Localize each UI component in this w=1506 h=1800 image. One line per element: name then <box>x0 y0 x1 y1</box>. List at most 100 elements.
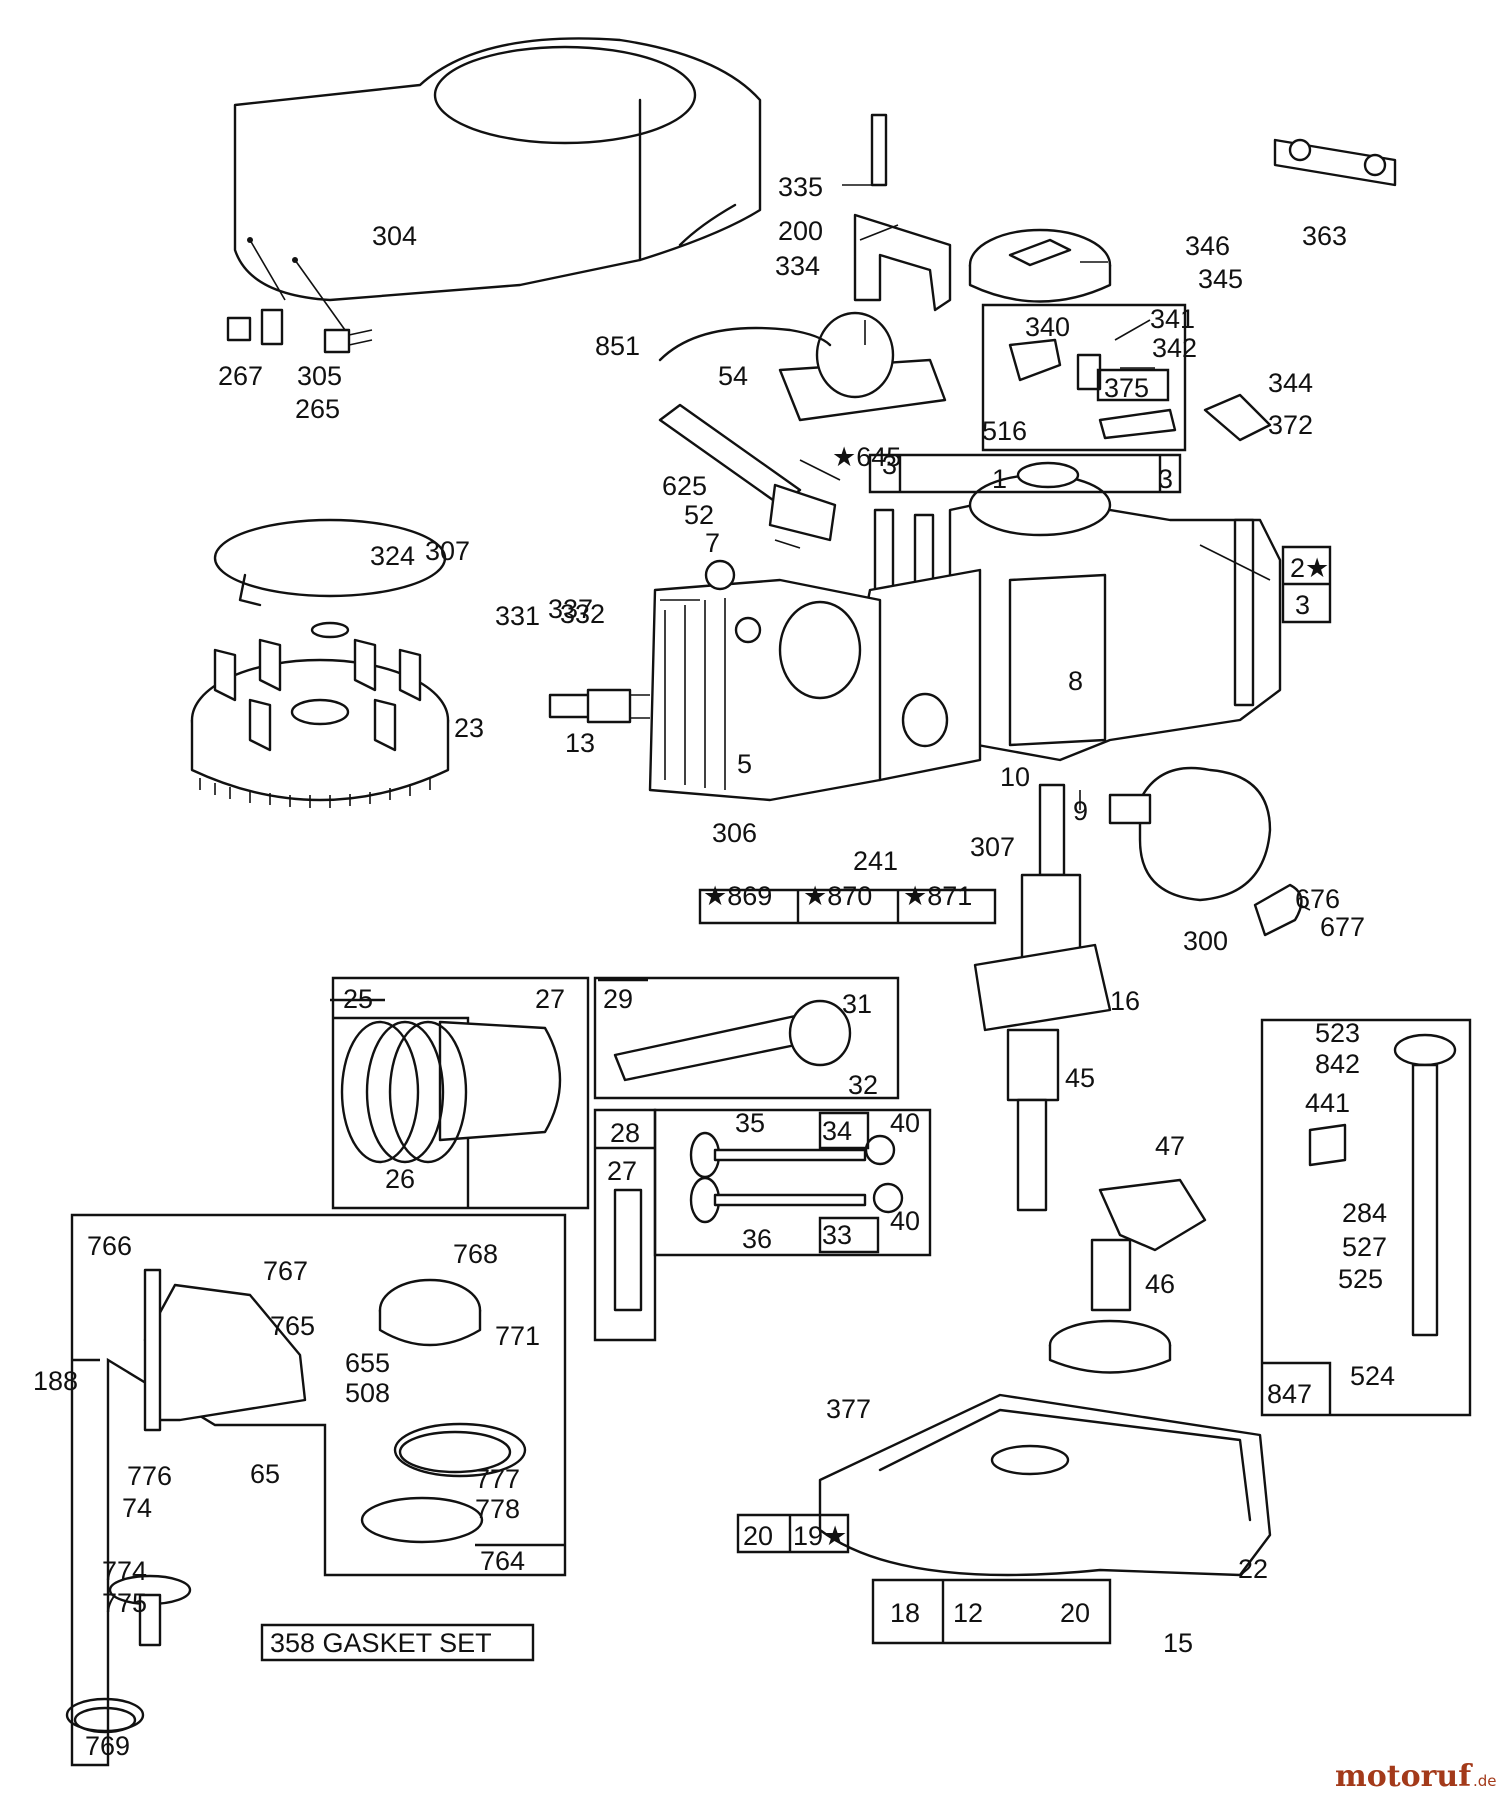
part-number-label: 774 <box>102 1556 147 1586</box>
part-number-label: 523 <box>1315 1018 1360 1048</box>
part-number-label: 358 GASKET SET <box>270 1628 492 1658</box>
part-number-label: 27 <box>607 1156 637 1186</box>
part-number-label: 29 <box>603 984 633 1014</box>
air-tube-part <box>658 403 837 542</box>
box-645 <box>868 453 1182 494</box>
part-number-label: 525 <box>1338 1264 1383 1294</box>
part-number-label: 9 <box>1073 796 1088 826</box>
part-number-label: 372 <box>1268 410 1313 440</box>
part-number-label: 335 <box>778 172 823 202</box>
part-number-label: 20 <box>743 1521 773 1551</box>
part-number-label: 341 <box>1150 304 1195 334</box>
part-number-label: 676 <box>1295 884 1340 914</box>
part-number-label: 516 <box>982 416 1027 446</box>
part-number-label: 23 <box>454 713 484 743</box>
camshaft-part <box>1048 1238 1172 1374</box>
part-number-label: ★871 <box>903 881 972 911</box>
part-number-label: 300 <box>1183 926 1228 956</box>
part-number-label: 345 <box>1198 264 1243 294</box>
part-number-label: 625 <box>662 471 707 501</box>
box-34 <box>818 1111 870 1150</box>
part-number-label: 46 <box>1145 1269 1175 1299</box>
part-number-label: 527 <box>1342 1232 1387 1262</box>
cylinder-head-part <box>648 559 882 802</box>
part-number-label: 771 <box>495 1321 540 1351</box>
governor-box-part <box>981 303 1187 452</box>
part-number-label: 304 <box>372 221 417 251</box>
part-number-label: 307 <box>425 536 470 566</box>
cylinder-block-part <box>838 461 1282 782</box>
part-number-label: 8 <box>1068 666 1083 696</box>
box-18-12-20 <box>871 1578 1112 1645</box>
part-number-label: 15 <box>1163 1628 1193 1658</box>
part-number-label: 45 <box>1065 1063 1095 1093</box>
part-number-label: 3 <box>1158 464 1173 494</box>
part-number-label: 375 <box>1104 373 1149 403</box>
part-number-label: 74 <box>122 1493 152 1523</box>
part-number-label: 5 <box>737 749 752 779</box>
part-number-label: 776 <box>127 1461 172 1491</box>
stop-switch-part <box>1273 138 1397 187</box>
part-number-label: 764 <box>480 1546 525 1576</box>
part-number-label: 241 <box>853 846 898 876</box>
part-number-label: 33 <box>822 1220 852 1250</box>
part-number-label: 769 <box>85 1731 130 1761</box>
part-number-label: 340 <box>1025 312 1070 342</box>
part-number-label: 36 <box>742 1224 772 1254</box>
part-number-label: 851 <box>595 331 640 361</box>
part-number-label: 2★ <box>1290 553 1329 583</box>
part-number-label: 441 <box>1305 1088 1350 1118</box>
part-number-label: ★870 <box>803 881 872 911</box>
part-number-label: 32 <box>848 1070 878 1100</box>
part-number-label: 331 <box>495 601 540 631</box>
part-number-label: 767 <box>263 1256 308 1286</box>
part-number-label: 28 <box>610 1118 640 1148</box>
crankshaft-part <box>973 783 1112 1212</box>
bracket-200-part <box>853 113 952 312</box>
part-number-label: 34 <box>822 1116 852 1146</box>
part-number-label: 363 <box>1302 221 1347 251</box>
part-number-label: 267 <box>218 361 263 391</box>
muffler-part <box>1108 766 1303 937</box>
part-number-label: 284 <box>1342 1198 1387 1228</box>
part-number-label: 35 <box>735 1108 765 1138</box>
part-number-label: 27 <box>535 984 565 1014</box>
part-number-label: 47 <box>1155 1131 1185 1161</box>
part-number-label: 306 <box>712 818 757 848</box>
valves-part <box>653 1108 932 1257</box>
part-number-label: 188 <box>33 1366 78 1396</box>
part-number-label: 778 <box>475 1494 520 1524</box>
part-number-label: 200 <box>778 216 823 246</box>
part-number-label: 22 <box>1238 1554 1268 1584</box>
rewind-starter-part <box>65 1213 567 1767</box>
part-number-label: 3 <box>882 450 897 480</box>
part-number-label: 337 <box>548 594 593 624</box>
part-number-label: 508 <box>345 1378 390 1408</box>
part-number-label: 768 <box>453 1239 498 1269</box>
part-number-label: 1 <box>992 464 1007 494</box>
part-number-labels: 304 335 200 334 346 345 363 340 341 342 … <box>33 172 1395 1761</box>
part-number-label: 766 <box>87 1231 132 1261</box>
box-20-19 <box>736 1513 850 1554</box>
part-number-label: 25 <box>343 984 373 1014</box>
part-number-label: 3 <box>1295 590 1310 620</box>
part-number-label: 677 <box>1320 912 1365 942</box>
part-number-label: 40 <box>890 1108 920 1138</box>
part-number-label: 324 <box>370 541 415 571</box>
motoruf-watermark-logo: motoruf .de <box>1335 1759 1497 1794</box>
part-number-label: 31 <box>842 989 872 1019</box>
part-number-label: 20 <box>1060 1598 1090 1628</box>
part-number-label: 307 <box>970 832 1015 862</box>
part-number-label: 775 <box>102 1588 147 1618</box>
armature-part <box>658 311 947 422</box>
part-number-label: 12 <box>953 1598 983 1628</box>
part-number-label: 65 <box>250 1459 280 1489</box>
part-number-label: 765 <box>270 1311 315 1341</box>
part-number-label: 655 <box>345 1348 390 1378</box>
connecting-rod-part <box>593 976 900 1100</box>
part-number-label: 265 <box>295 394 340 424</box>
part-number-label: 847 <box>1267 1379 1312 1409</box>
blower-housing-part <box>233 37 762 331</box>
watermark-name: motoruf <box>1335 1759 1473 1794</box>
rotating-screen-part <box>213 518 447 607</box>
